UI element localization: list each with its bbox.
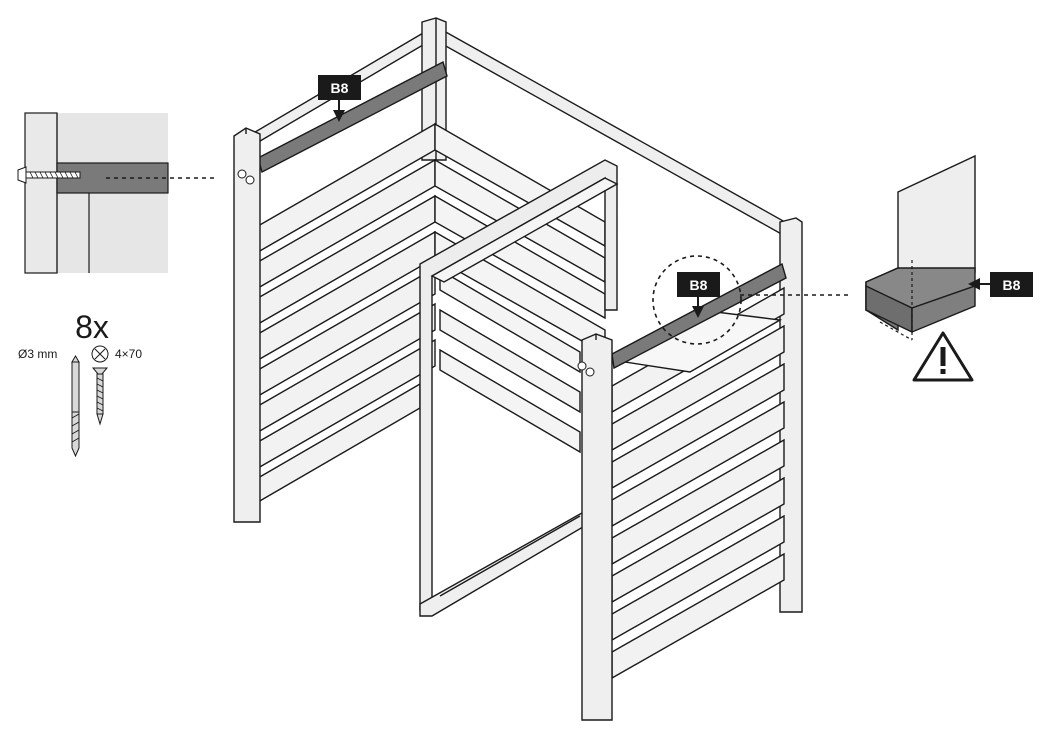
rear-boards: [434, 122, 606, 454]
wood-screw-icon: [91, 367, 109, 426]
screw-detail-inset: [17, 112, 215, 274]
quantity-label: 8x: [75, 309, 109, 345]
svg-text:B8: B8: [331, 80, 349, 96]
label-b8-circle: B8: [677, 272, 720, 318]
svg-text:B8: B8: [1003, 277, 1021, 293]
hardware-block: 8x Ø3 mm 4×70: [18, 309, 142, 458]
svg-text:B8: B8: [690, 277, 708, 293]
front-right-boards: [611, 286, 785, 680]
label-b8-detail: B8: [968, 272, 1033, 297]
left-side-boards: [257, 122, 436, 504]
wood-screw-icon: [17, 166, 81, 184]
drill-size-label: Ø3 mm: [18, 347, 57, 361]
drill-bit-icon: [71, 355, 80, 458]
corner-detail-inset: [865, 154, 976, 341]
detail-callout-circle: [652, 255, 742, 345]
screw-size-label: 4×70: [115, 347, 142, 361]
screw-head-cross-icon: [91, 345, 109, 363]
bin-enclosure-frame: [233, 17, 803, 721]
warning-triangle-icon: [912, 331, 974, 382]
label-b8-main: B8: [318, 75, 361, 122]
